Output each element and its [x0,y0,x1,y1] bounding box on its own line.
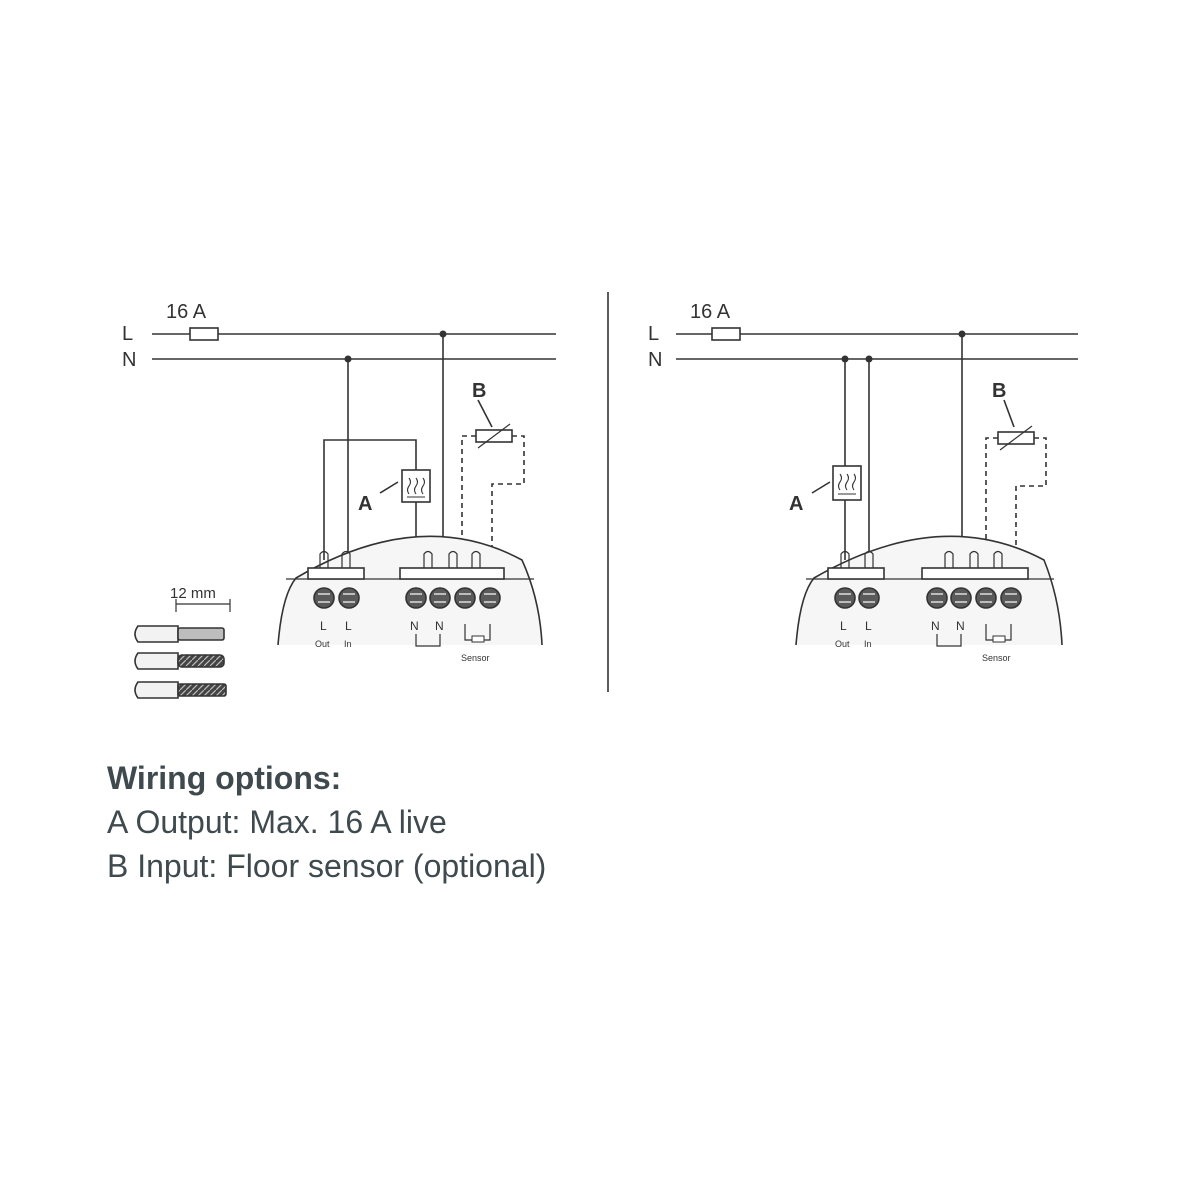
marker-b-label: B [992,380,1006,402]
ferrule-conductor [177,683,227,697]
marker-a-pointer [811,481,831,494]
marker-b-label: B [472,380,486,402]
terminal-sockets [319,550,481,568]
terminal-label-sensor: Sensor [461,653,490,663]
terminal-block-left [307,567,365,580]
sensor-dashed-wiring [985,437,1047,560]
terminal-label-in: In [864,639,872,649]
terminal-label-out: Out [315,639,330,649]
terminal-block-right [399,567,505,580]
terminal-label-out: Out [835,639,850,649]
fuse-label: 16 A [166,301,207,323]
diagram-option-2: L N 16 A A B [648,301,1078,663]
marker-a-label: A [789,493,803,515]
marker-b-pointer [477,399,493,428]
marker-a-label: A [358,493,372,515]
terminal-label-l: L [345,619,352,633]
diagram-option-1: L N 16 A A B [122,301,556,699]
marker-a-pointer [379,481,399,494]
line-n-label: N [648,349,662,371]
wire-insulation [134,625,179,643]
terminal-label-in: In [344,639,352,649]
terminal-label-l: L [840,619,847,633]
terminal-label-n: N [435,619,444,633]
strip-length-label: 12 mm [170,585,216,602]
fuse-icon [189,327,219,341]
fuse-icon [711,327,741,341]
terminal-label-sensor: Sensor [982,653,1011,663]
terminal-label-n: N [410,619,419,633]
legend-line-b: B Input: Floor sensor (optional) [107,848,547,884]
marker-b-pointer [1003,399,1015,428]
wire-strip-detail: 12 mm [134,585,231,699]
line-n-label: N [122,349,136,371]
terminal-block-right [921,567,1029,580]
n-bridge [936,634,962,647]
terminal-label-n: N [931,619,940,633]
n-bridge [415,634,441,647]
terminal-label-n: N [956,619,965,633]
terminal-block-left [827,567,885,580]
terminal-sockets [840,550,1003,568]
legend-title: Wiring options: [107,760,342,796]
line-l-label: L [122,323,133,345]
line-l-label: L [648,323,659,345]
wire-heater-loop [323,439,417,560]
terminal-screws [834,587,1022,609]
terminal-label-l: L [865,619,872,633]
stranded-conductor [177,654,225,668]
terminal-screws [313,587,501,609]
sensor-dashed-wiring [461,435,525,560]
heating-load-icon [832,465,862,501]
thermostat-housing [795,535,1063,646]
legend-line-a: A Output: Max. 16 A live [107,804,447,840]
fuse-label: 16 A [690,301,731,323]
terminal-label-l: L [320,619,327,633]
solid-conductor [177,627,225,641]
wiring-legend: Wiring options: A Output: Max. 16 A live… [107,756,807,888]
